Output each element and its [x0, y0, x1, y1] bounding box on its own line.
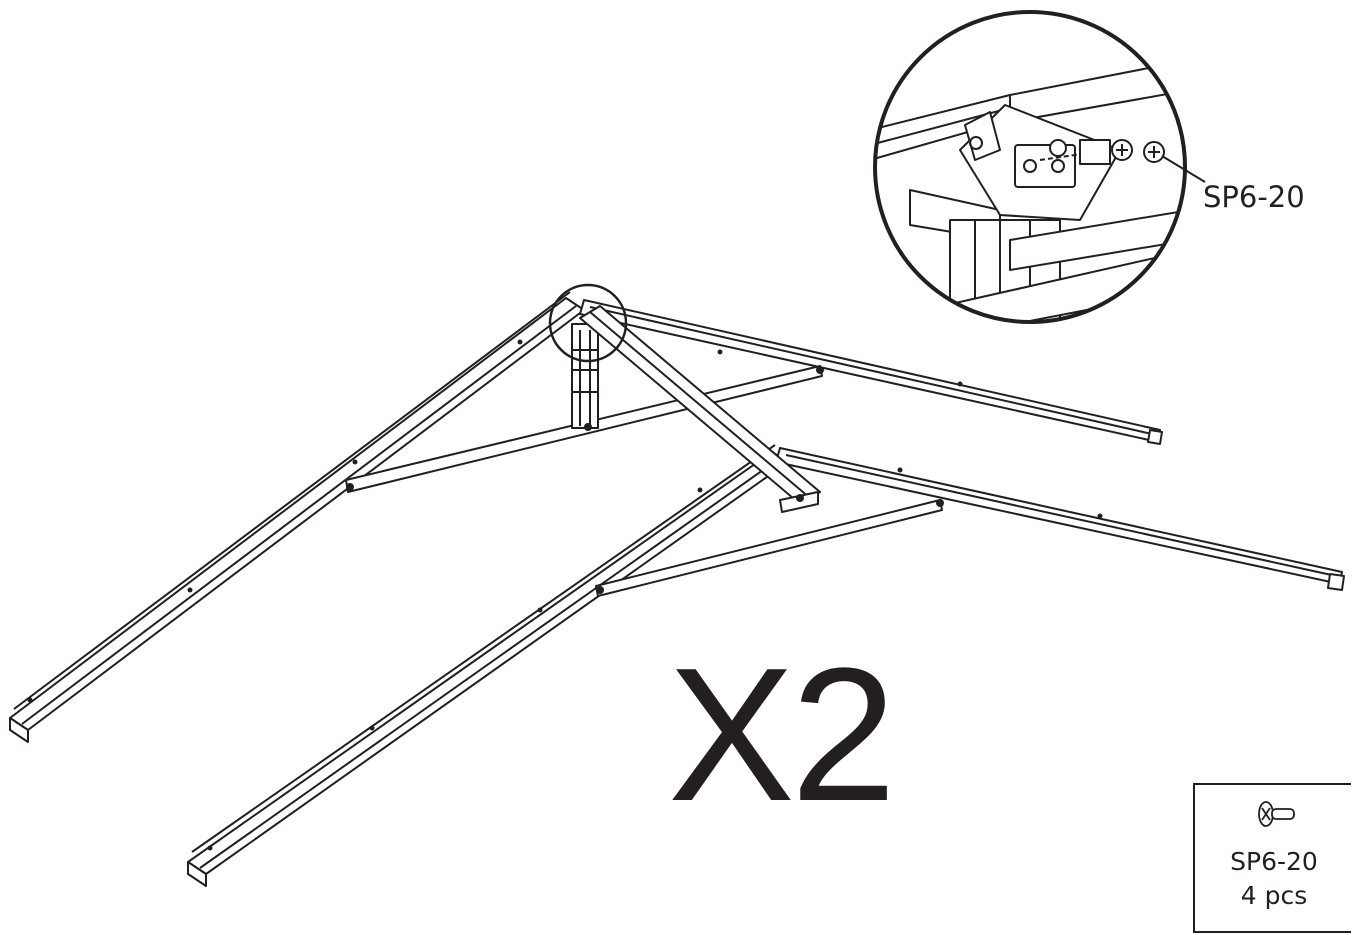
rear-king-post: [571, 323, 599, 431]
bolt-holes: [27, 339, 1103, 851]
screw-icon: [1258, 801, 1295, 827]
part-code: SP6-20: [1230, 847, 1318, 876]
quantity-multiplier: X2: [668, 629, 896, 841]
callout-leader-line: [1161, 155, 1206, 183]
parts-list-box: SP6-20 4 pcs: [1193, 783, 1351, 933]
ridge-brace: [579, 305, 821, 513]
rear-right-rafter: [579, 299, 1163, 445]
detail-callout: [873, 10, 1206, 324]
rear-left-rafter: [9, 291, 585, 743]
part-quantity: 4 pcs: [1240, 881, 1308, 910]
detail-magnifier-circle: [548, 283, 628, 363]
front-collar-tie: [595, 499, 944, 597]
callout-fastener-label: SP6-20: [1203, 180, 1305, 214]
